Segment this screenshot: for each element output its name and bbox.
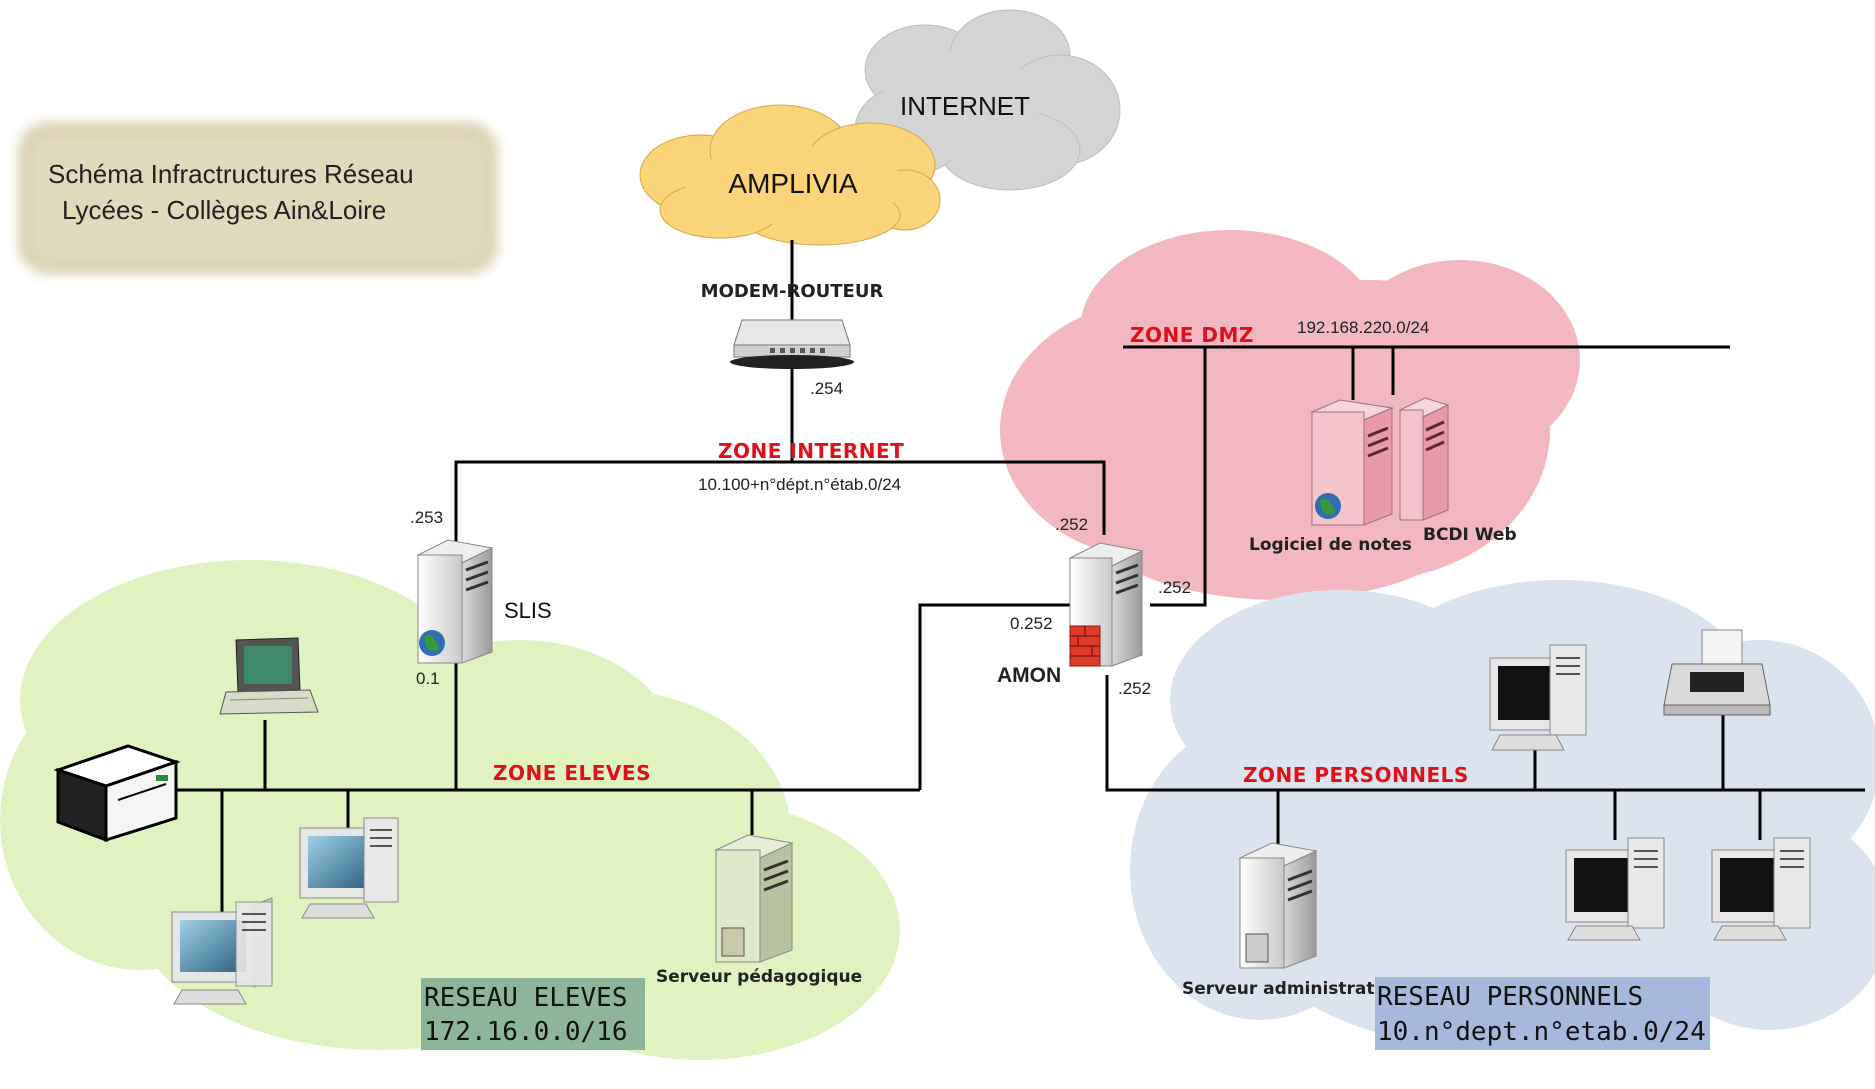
title-line-2: Lycées - Collèges Ain&Loire (62, 195, 386, 225)
title-line-1: Schéma Infractructures Réseau (48, 159, 414, 189)
amon-label: AMON (997, 664, 1061, 687)
amon-left-address: 0.252 (1010, 614, 1053, 633)
reseau-personnels-box: RESEAU PERSONNELS 10.n°dept.n°etab.0/24 (1375, 977, 1710, 1050)
modem-address: .254 (810, 379, 843, 398)
desktop-icon-personnels-1 (1489, 644, 1587, 751)
reseau-personnels-name: RESEAU PERSONNELS (1377, 982, 1643, 1012)
desktop-icon-personnels-2 (1565, 837, 1665, 941)
internet-label: INTERNET (900, 91, 1030, 121)
slis-top-address: .253 (410, 508, 443, 527)
slis-server: SLIS .253 0.1 (410, 508, 552, 688)
zone-internet-network: 10.100+n°dépt.n°étab.0/24 (698, 475, 901, 494)
serveur-administratif: Serveur administratif (1182, 842, 1388, 999)
amplivia-cloud: AMPLIVIA (639, 104, 941, 246)
amon-top-address: .252 (1055, 515, 1088, 534)
amplivia-label: AMPLIVIA (728, 168, 857, 199)
slis-label: SLIS (504, 598, 552, 623)
serveur-pedagogique-label: Serveur pédagogique (656, 967, 862, 987)
serveur-pedagogique: Serveur pédagogique (656, 834, 862, 987)
printer-icon-left (53, 744, 181, 843)
modem-router: MODEM-ROUTEUR .254 (701, 281, 884, 398)
bcdi-web-label: BCDI Web (1423, 525, 1517, 545)
zone-dmz-label: ZONE DMZ (1130, 323, 1254, 347)
reseau-eleves-name: RESEAU ELEVES (424, 983, 628, 1013)
modem-label: MODEM-ROUTEUR (701, 281, 884, 302)
slis-bottom-address: 0.1 (416, 669, 440, 688)
desktop-icon-personnels-3 (1711, 837, 1811, 941)
reseau-eleves-address: 172.16.0.0/16 (424, 1017, 628, 1047)
title-box: Schéma Infractructures Réseau Lycées - C… (18, 122, 498, 274)
logiciel-notes-label: Logiciel de notes (1249, 535, 1412, 555)
amon-right-address: .252 (1158, 578, 1191, 597)
amon-bottom-address: .252 (1118, 679, 1151, 698)
reseau-personnels-address: 10.n°dept.n°etab.0/24 (1377, 1017, 1706, 1047)
zone-internet-label: ZONE INTERNET (718, 439, 904, 463)
zone-eleves-label: ZONE ELEVES (493, 761, 651, 785)
desktop-icon-eleves-1 (171, 897, 273, 1005)
printer-icon-personnels (1663, 629, 1771, 716)
reseau-eleves-box: RESEAU ELEVES 172.16.0.0/16 (421, 978, 645, 1050)
network-links (160, 240, 1865, 920)
amon-server: AMON .252 .252 0.252 .252 (997, 515, 1191, 698)
laptop-icon (219, 637, 319, 715)
serveur-administratif-label: Serveur administratif (1182, 979, 1388, 999)
dmz-network: 192.168.220.0/24 (1297, 318, 1429, 337)
zone-dmz-cloud (1000, 230, 1580, 600)
desktop-icon-eleves-2 (299, 817, 399, 919)
zone-personnels-label: ZONE PERSONNELS (1243, 763, 1469, 787)
dmz-servers: Logiciel de notes BCDI Web (1249, 397, 1517, 555)
